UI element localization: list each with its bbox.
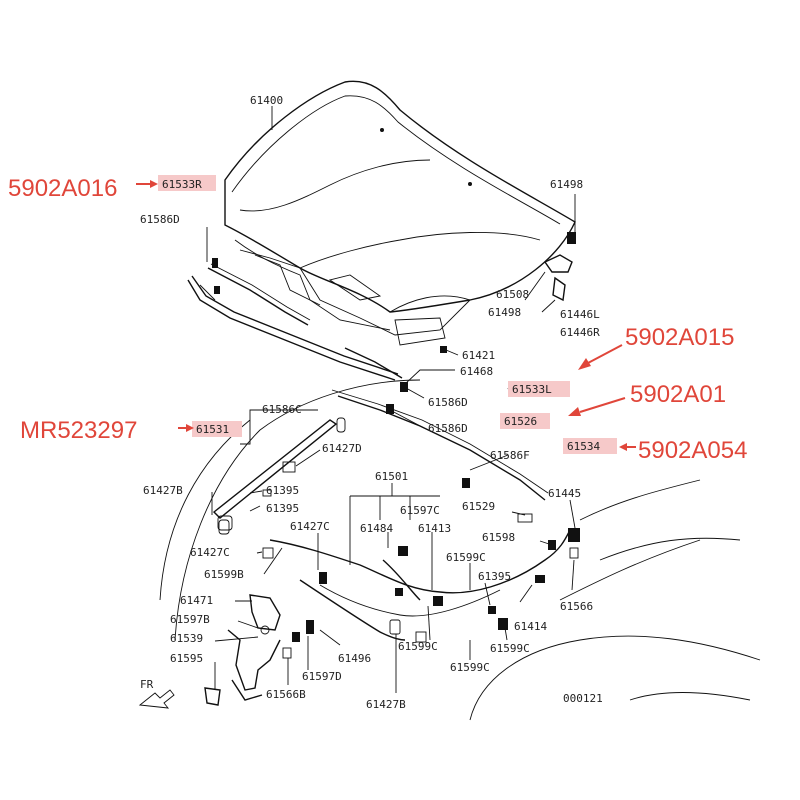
label-61501: 61501 (375, 470, 408, 483)
label-61599c: 61599C (450, 661, 490, 674)
label-61599c: 61599C (446, 551, 486, 564)
label-61427c: 61427C (190, 546, 230, 559)
clips (212, 232, 576, 523)
arrowhead-icon (568, 407, 581, 416)
label-61395: 61395 (266, 502, 299, 515)
label-61395: 61395 (478, 570, 511, 583)
label-61598: 61598 (482, 531, 515, 544)
callout-arrow-5902a01 (579, 397, 626, 413)
label-61586c: 61586C (262, 403, 302, 416)
label-61599c: 61599C (490, 642, 530, 655)
label-61531: 61531 (196, 423, 229, 436)
label-61484: 61484 (360, 522, 393, 535)
callout-mr523297: MR523297 (20, 417, 137, 444)
highlight-61534 (563, 438, 617, 454)
callout-arrow-5902a015 (587, 344, 623, 364)
label-61597b: 61597B (170, 613, 210, 626)
label-61586d: 61586D (428, 396, 468, 409)
highlight-61533l (508, 381, 570, 397)
label-61421: 61421 (462, 349, 495, 362)
highlight-61533r (158, 175, 216, 191)
front-direction-arrow: FR (138, 678, 175, 709)
label-61445: 61445 (548, 487, 581, 500)
label-61599c: 61599C (398, 640, 438, 653)
label-61468: 61468 (460, 365, 493, 378)
highlight-61526 (500, 413, 550, 429)
front-seal-strip (187, 275, 399, 381)
label-61586d: 61586D (428, 422, 468, 435)
callout-5902a016: 5902A016 (8, 175, 117, 202)
hood-panel (224, 80, 576, 346)
label-61498: 61498 (550, 178, 583, 191)
label-61400: 61400 (250, 94, 283, 107)
label-61597d: 61597D (302, 670, 342, 683)
label-61566b: 61566B (266, 688, 306, 701)
label-61539: 61539 (170, 632, 203, 645)
side-seal-strip-left (207, 263, 311, 326)
label-61595: 61595 (170, 652, 203, 665)
label-61446l: 61446L (560, 308, 600, 321)
callout-5902a015: 5902A015 (625, 324, 734, 351)
callout-5902a054: 5902A054 (638, 437, 747, 464)
label-61508: 61508 (496, 288, 529, 301)
label-61427d: 61427D (322, 442, 362, 455)
label-61597c: 61597C (400, 504, 440, 517)
label-61498: 61498 (488, 306, 521, 319)
label-61599b: 61599B (204, 568, 244, 581)
arrowhead-icon (186, 424, 194, 432)
part-labels: 61400 61533R 61586D 61498 61508 61498 61… (140, 94, 603, 711)
label-61526: 61526 (504, 415, 537, 428)
highlight-61531 (192, 421, 242, 437)
label-61534: 61534 (567, 440, 600, 453)
arrowhead-icon (619, 443, 627, 451)
label-61427c: 61427C (290, 520, 330, 533)
label-61566: 61566 (560, 600, 593, 613)
arrowhead-icon (578, 358, 591, 370)
label-61586f: 61586F (490, 449, 530, 462)
label-61427b: 61427B (366, 698, 406, 711)
vehicle-body-outline (159, 379, 761, 721)
label-61586d: 61586D (140, 213, 180, 226)
hood-latch-assembly (204, 489, 580, 706)
hood-support-rod (212, 417, 346, 535)
leader-lines (206, 106, 576, 693)
label-61496: 61496 (338, 652, 371, 665)
label-61395: 61395 (266, 484, 299, 497)
label-61414: 61414 (514, 620, 547, 633)
label-61471: 61471 (180, 594, 213, 607)
label-61529: 61529 (462, 500, 495, 513)
release-cable (269, 529, 571, 641)
side-seal-strip-right (331, 347, 549, 501)
label-61427b: 61427B (143, 484, 183, 497)
label-61533r: 61533R (162, 178, 202, 191)
label-61446r: 61446R (560, 326, 600, 339)
label-61413: 61413 (418, 522, 451, 535)
arrowhead-icon (150, 180, 158, 188)
callout-5902a01: 5902A01 (630, 381, 726, 408)
fr-label: FR (140, 678, 154, 691)
callouts: 5902A016 5902A015 5902A01 MR523297 5902A… (8, 175, 747, 464)
diagram-code: 000121 (563, 692, 603, 705)
label-61533l: 61533L (512, 383, 552, 396)
